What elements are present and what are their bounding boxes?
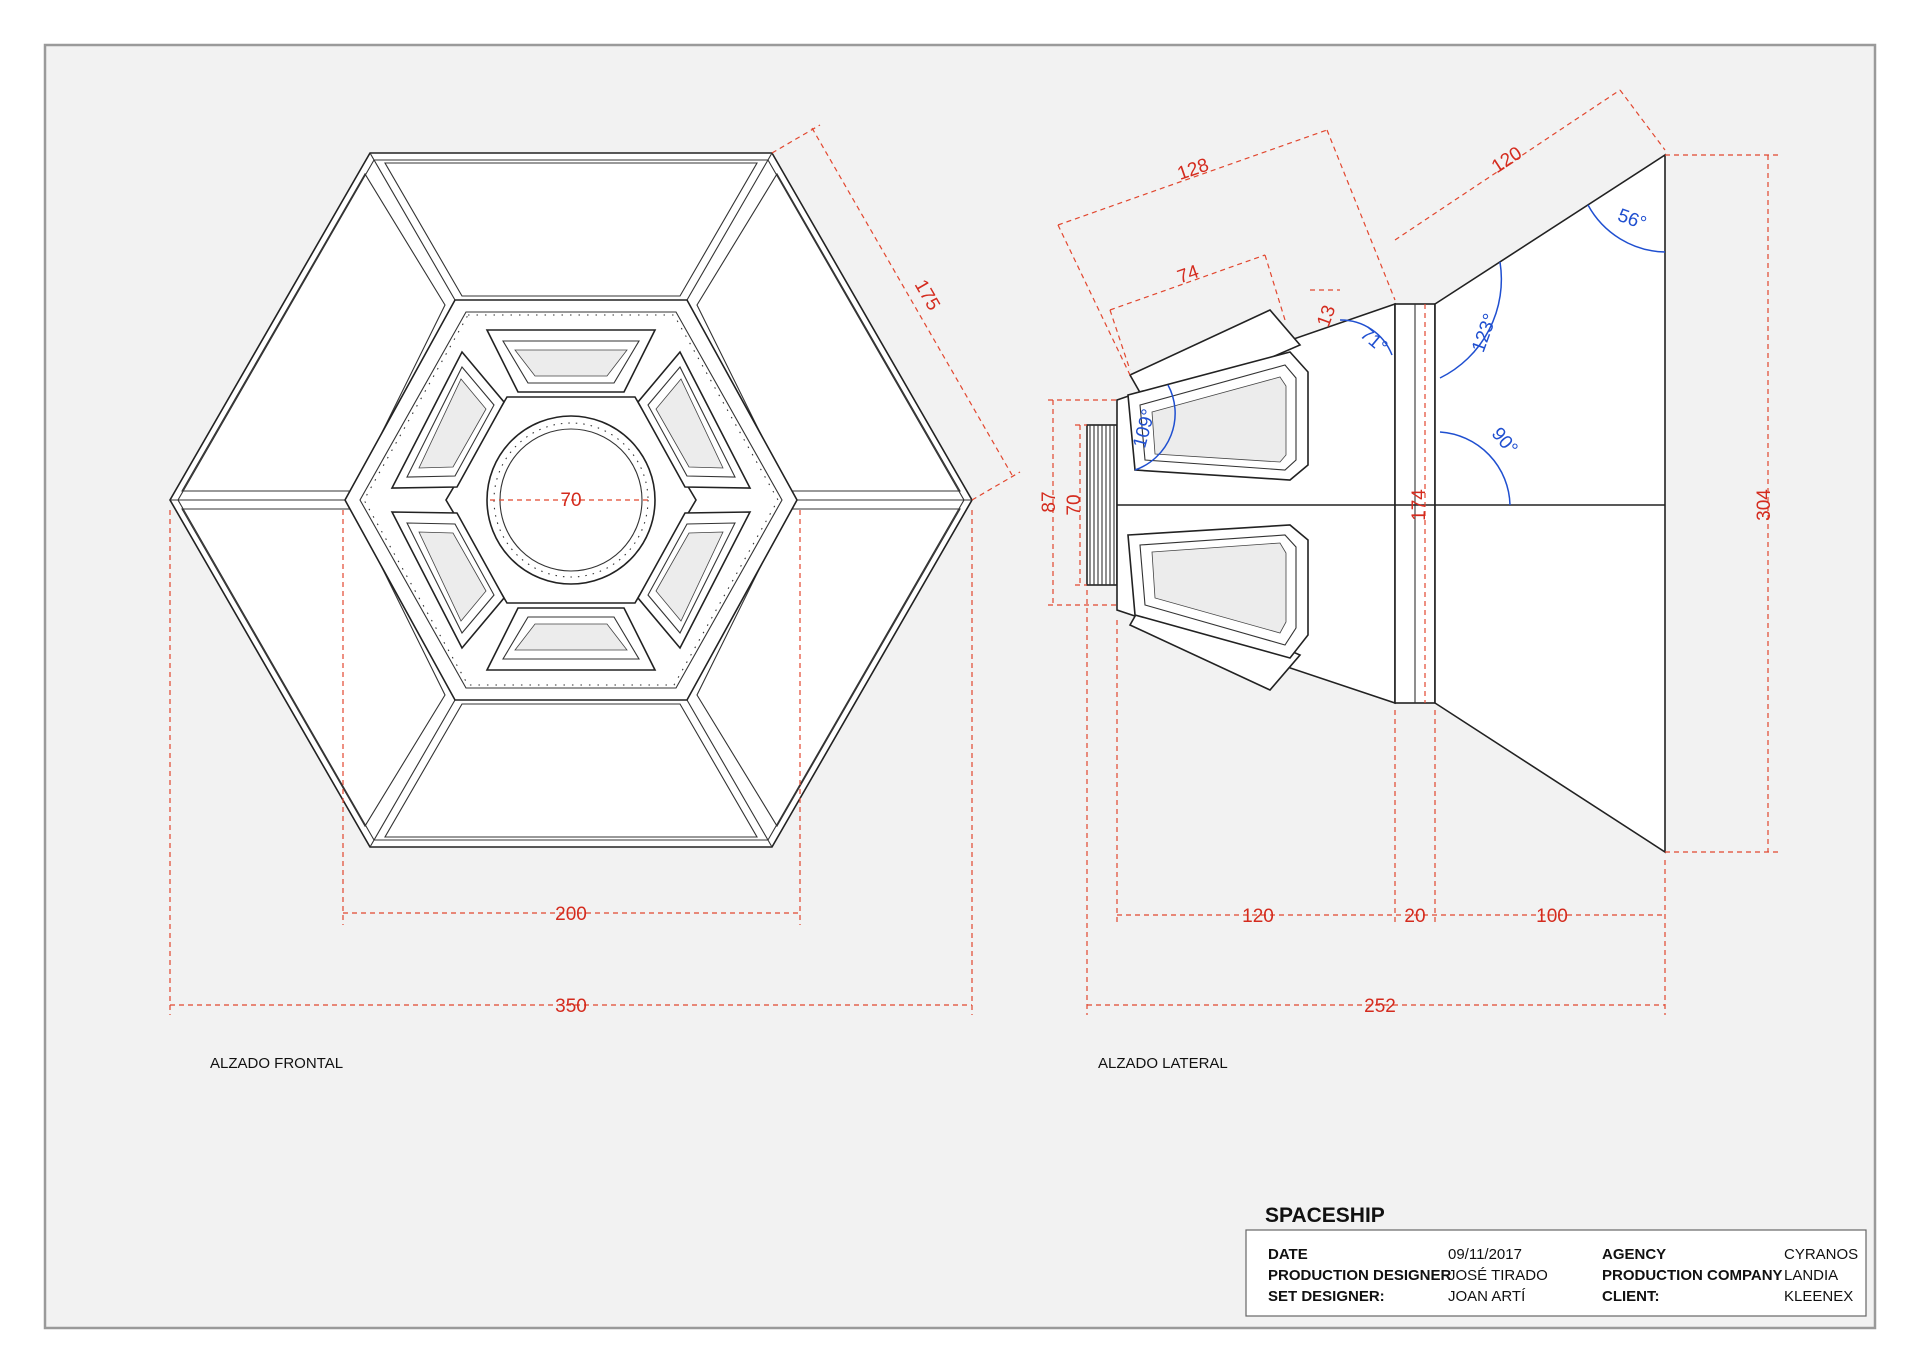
window-bottom [485, 607, 657, 671]
tb-production-designer-key: PRODUCTION DESIGNER [1268, 1267, 1452, 1284]
dim-100: 100 [1536, 906, 1568, 927]
window-upper-right [637, 350, 752, 489]
title-block-box [1245, 1229, 1867, 1317]
front-dimensions [169, 124, 1021, 1015]
dim-87: 87 [1039, 491, 1060, 512]
title-block: SPACESHIP DATE 09/11/2017 PRODUCTION DES… [1245, 1204, 1867, 1317]
tb-set-designer-value: JOAN ARTÍ [1448, 1288, 1526, 1305]
dim-174: 174 [1409, 489, 1430, 521]
tb-production-designer-value: JOSÉ TIRADO [1448, 1267, 1548, 1284]
front-view-caption: ALZADO FRONTAL [210, 1055, 343, 1072]
side-view-caption: ALZADO LATERAL [1098, 1055, 1228, 1072]
tb-client-key: CLIENT: [1602, 1288, 1660, 1305]
dim-70-circle: 70 [560, 490, 581, 511]
dim-200: 200 [555, 904, 587, 925]
tb-date-key: DATE [1268, 1246, 1308, 1263]
dim-120-bottom: 120 [1242, 906, 1274, 927]
window-lower-left [390, 511, 505, 650]
tb-production-company-key: PRODUCTION COMPANY [1602, 1267, 1783, 1284]
angle-arcs [1134, 204, 1666, 506]
window-top [485, 329, 657, 393]
tb-agency-value: CYRANOS [1784, 1246, 1858, 1263]
dim-70-side: 70 [1064, 494, 1085, 515]
dim-252: 252 [1364, 996, 1396, 1017]
tb-production-company-value: LANDIA [1784, 1267, 1838, 1284]
side-dimensions [1048, 89, 1780, 1015]
window-upper-left [390, 350, 505, 489]
tb-agency-key: AGENCY [1602, 1246, 1666, 1263]
window-lower-right [637, 511, 752, 650]
dim-20: 20 [1404, 906, 1425, 927]
tb-date-value: 09/11/2017 [1448, 1246, 1522, 1263]
dim-350: 350 [555, 996, 587, 1017]
tb-client-value: KLEENEX [1784, 1288, 1853, 1305]
dim-304: 304 [1754, 489, 1775, 521]
project-title: SPACESHIP [1265, 1204, 1385, 1227]
side-view [1086, 153, 1666, 854]
tb-set-designer-key: SET DESIGNER: [1268, 1288, 1385, 1305]
